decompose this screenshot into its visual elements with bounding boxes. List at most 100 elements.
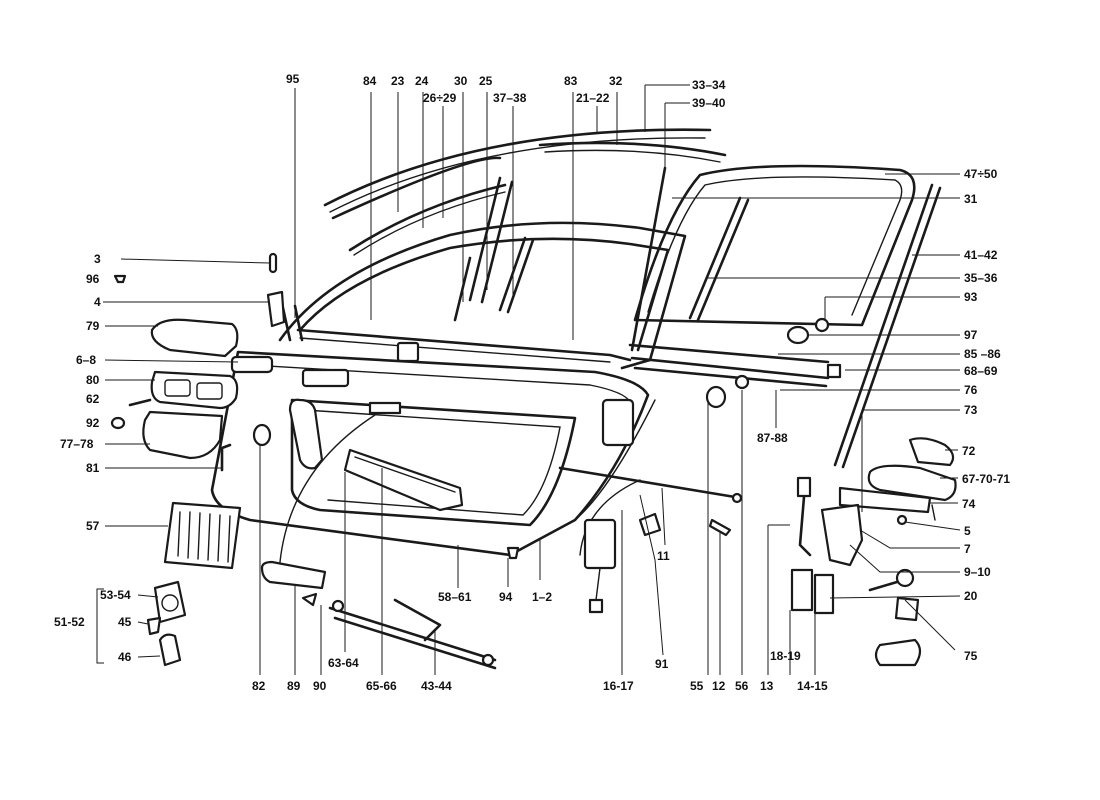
bracket-14-15 (813, 573, 835, 615)
callout-81: 81 (86, 461, 100, 475)
door-inner-shell (574, 399, 656, 556)
door-trim-panel (210, 350, 650, 557)
regulator-plug (588, 598, 604, 614)
callout-68-69: 68–69 (964, 364, 998, 378)
handle-72 (908, 437, 955, 467)
door-window-sill (296, 328, 632, 362)
door-lock-button-pad (368, 401, 402, 415)
callout-16-17: 16-17 (603, 679, 634, 693)
outer-handle-67 (867, 464, 957, 502)
upper-seal-23 (323, 128, 712, 207)
key-9-10-head (895, 568, 915, 588)
callout-45: 45 (118, 615, 132, 629)
part-46 (158, 633, 182, 667)
regulator-cable (595, 567, 601, 601)
callout-4: 4 (94, 295, 101, 309)
callout-13: 13 (760, 679, 774, 693)
callout-72: 72 (962, 444, 976, 458)
callout-5: 5 (964, 524, 971, 538)
callout-43-44: 43-44 (421, 679, 452, 693)
callout-37-38: 37–38 (493, 91, 527, 105)
regulator-43 (328, 606, 497, 670)
speaker-53-cone (161, 594, 179, 612)
callout-58-61: 58–61 (438, 590, 472, 604)
housing-80-window-a (164, 379, 191, 397)
callout-32: 32 (609, 74, 623, 88)
rod-13-end (796, 476, 812, 498)
callout-30: 30 (454, 74, 468, 88)
trim-top-window (301, 368, 350, 388)
knob-82 (252, 423, 272, 447)
regulator-end (481, 653, 495, 667)
callout-85-86: 85 –86 (964, 347, 1001, 361)
channel-37 (498, 236, 535, 314)
callout-97: 97 (964, 328, 978, 342)
glass-rail-39 (630, 166, 667, 352)
clip-12 (708, 518, 732, 537)
callout-21-22: 21–22 (576, 91, 610, 105)
callout-67-70-71: 67-70-71 (962, 472, 1010, 486)
window-glass (633, 164, 916, 327)
callout-11: 11 (657, 549, 670, 563)
callout-6-8: 6–8 (76, 353, 96, 367)
parts-artwork (96, 128, 957, 670)
bracket-18-19 (790, 568, 814, 612)
screw-96 (113, 274, 127, 284)
door-window-sill-lower (299, 337, 611, 363)
regulator-43-arm (393, 598, 442, 642)
callout-93: 93 (964, 290, 978, 304)
bracket-4 (266, 290, 286, 328)
latch-plate (601, 398, 635, 447)
window-glass-inner (647, 176, 903, 316)
rod-13 (798, 483, 812, 557)
callout-14-15: 14-15 (797, 679, 828, 693)
cylinder-75 (874, 638, 922, 667)
inner-handle-recess (288, 398, 324, 470)
callout-84: 84 (363, 74, 377, 88)
group-bracket-51-52 (96, 588, 104, 664)
pin-3 (268, 252, 278, 274)
callout-94: 94 (499, 590, 513, 604)
callout-24: 24 (415, 74, 429, 88)
callout-91: 91 (655, 657, 669, 671)
nut-93 (814, 317, 830, 333)
glass-rail-41 (833, 183, 942, 469)
grommet-91 (638, 512, 662, 537)
key-9-10-shaft (868, 580, 899, 592)
callout-25: 25 (479, 74, 493, 88)
callout-12: 12 (712, 679, 726, 693)
belt-moulding-85 (628, 343, 830, 364)
rod-81 (220, 443, 232, 472)
handle-89 (260, 560, 327, 590)
glass-rail-35 (688, 196, 750, 322)
knob-55 (705, 385, 727, 409)
lever-62 (128, 398, 152, 407)
upper-seal-23-inner (329, 137, 706, 213)
callout-95: 95 (286, 72, 300, 86)
cylinder-20 (894, 596, 920, 622)
callout-79: 79 (86, 319, 100, 333)
seal-24 (348, 183, 507, 252)
door-frame-inner (298, 237, 670, 352)
callout-75: 75 (964, 649, 978, 663)
regulator-motor (583, 518, 617, 570)
armrest-65-top (354, 456, 456, 493)
trim-pocket (290, 398, 577, 527)
escutcheon-6-8 (230, 355, 274, 374)
callout-51-52: 51-52 (54, 615, 85, 629)
callout-47-50: 47÷50 (964, 167, 998, 181)
callout-7: 7 (964, 542, 971, 556)
block-68 (826, 363, 842, 379)
callout-23: 23 (391, 74, 405, 88)
seal-24-inner (353, 191, 506, 256)
handle-link-arc (279, 414, 376, 563)
callout-89: 89 (287, 679, 301, 693)
callout-96: 96 (86, 272, 100, 286)
callout-labels: 95 84 23 24 30 25 26÷29 37–38 83 21–22 3… (54, 72, 1010, 693)
callout-87-88: 87-88 (757, 431, 788, 445)
speaker-53 (153, 580, 187, 624)
grille-57 (163, 501, 242, 570)
callout-26-29: 26÷29 (423, 91, 457, 105)
callout-53-54: 53-54 (100, 588, 131, 602)
